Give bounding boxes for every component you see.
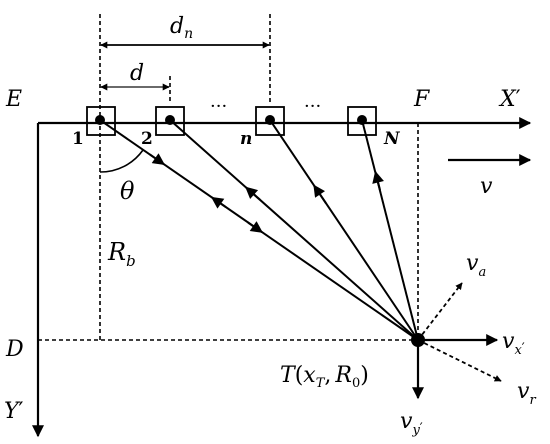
velocity-va-arrow	[417, 282, 463, 341]
label-d: d	[130, 61, 144, 86]
ray1-arrow-outgoing	[149, 153, 165, 166]
ray1-arrow-return	[211, 196, 227, 209]
ray-antenna-n	[269, 119, 419, 341]
theta-angle-arc	[99, 149, 144, 173]
rayN-arrow	[372, 170, 384, 191]
velocity-vr-arrow	[417, 339, 502, 382]
label-dots-2: ···	[304, 96, 321, 117]
label-vx: vx′	[502, 329, 525, 358]
label-theta: θ	[120, 177, 135, 205]
label-antenna-1: 1	[72, 129, 84, 149]
label-antenna-N: N	[383, 129, 401, 149]
label-x-axis: X′	[498, 87, 521, 112]
label-F: F	[413, 87, 430, 112]
label-antenna-2: 2	[141, 129, 153, 149]
label-D: D	[5, 337, 24, 362]
label-target: T(xT,R0)	[280, 363, 369, 391]
label-vy: vy′	[400, 409, 423, 438]
label-va: va	[466, 251, 486, 280]
ray-antenna-2	[169, 119, 419, 341]
ray2-arrow	[245, 186, 261, 201]
label-vr: vr	[517, 379, 536, 408]
ray-antenna-N	[361, 119, 419, 341]
label-dn: dn	[170, 14, 193, 42]
label-antenna-n: n	[240, 129, 252, 149]
label-E: E	[5, 87, 22, 112]
label-Rb: Rb	[107, 238, 136, 270]
label-y-axis: Y′	[4, 399, 24, 424]
label-dots-1: ···	[210, 96, 227, 117]
ray1-arrow-outgoing-2	[247, 221, 263, 234]
rayn-arrow	[313, 184, 327, 204]
label-v: v	[480, 174, 493, 199]
